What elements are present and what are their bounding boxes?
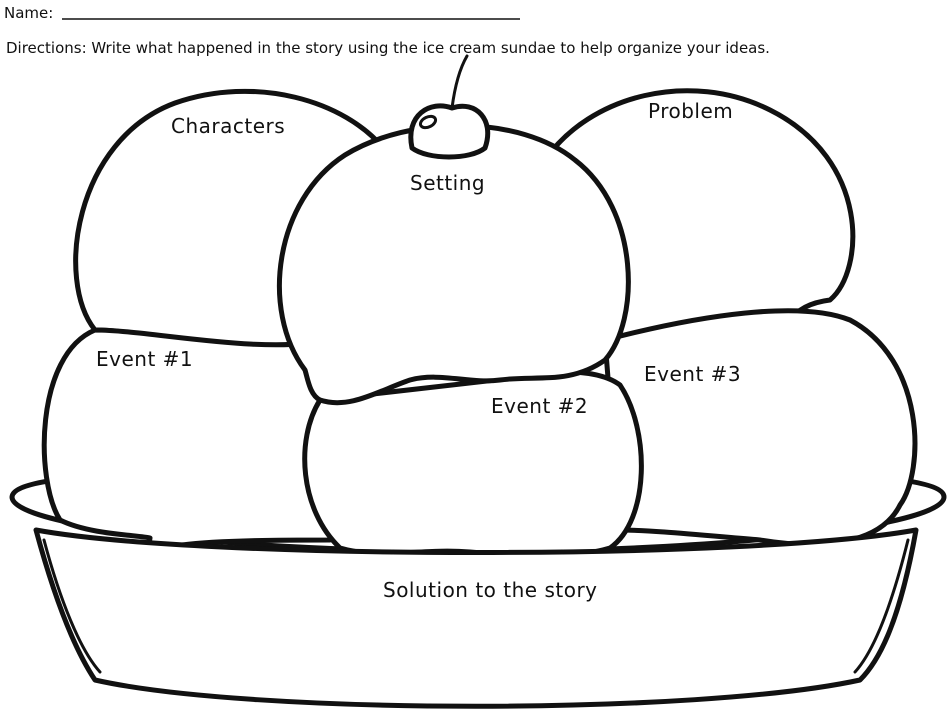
label-setting: Setting (410, 171, 485, 195)
label-event-3: Event #3 (644, 362, 741, 386)
name-label: Name: (4, 4, 53, 22)
cherry-icon (408, 54, 491, 160)
label-characters: Characters (171, 114, 285, 138)
label-event-2: Event #2 (491, 394, 588, 418)
label-solution: Solution to the story (383, 578, 598, 602)
scoop-event-3[interactable] (602, 308, 918, 547)
bowl-inner-curve-right (853, 538, 910, 674)
bowl-body[interactable] (33, 527, 919, 709)
directions-text: Directions: Write what happened in the s… (6, 39, 770, 57)
bowl-inner-curve (42, 538, 102, 674)
scoop-setting[interactable] (277, 123, 631, 406)
label-event-1: Event #1 (96, 347, 193, 371)
label-problem: Problem (648, 99, 733, 123)
